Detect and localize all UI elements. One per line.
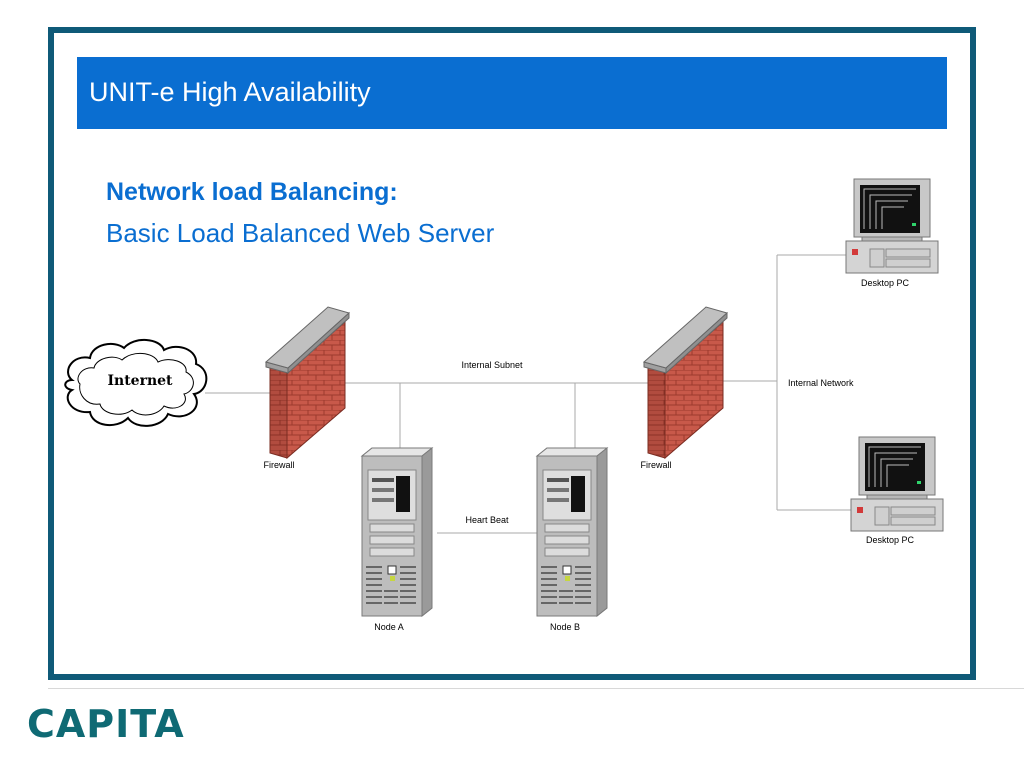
desktop-bottom-icon: [850, 436, 944, 532]
firewall-right-label: Firewall: [640, 460, 671, 470]
title-bar: UNIT-e High Availability: [77, 57, 947, 129]
desktop-top-icon: [845, 178, 939, 274]
heading-sub: Basic Load Balanced Web Server: [106, 218, 495, 248]
heading-main: Network load Balancing:: [106, 178, 398, 206]
slide-frame: [48, 27, 976, 680]
internet-cloud: Internet: [64, 339, 208, 427]
firewall-left-label: Firewall: [263, 460, 294, 470]
internal-network-label: Internal Network: [788, 378, 854, 388]
footer-divider: [48, 688, 1024, 689]
firewall-right-icon: [642, 306, 729, 460]
connection-lines: [205, 254, 851, 534]
capita-logo: CAPITA: [27, 702, 185, 746]
desktop-bottom-label: Desktop PC: [866, 535, 915, 545]
desktop-top-label: Desktop PC: [861, 278, 910, 288]
server-node-b-icon: [536, 447, 608, 617]
server-node-a-icon: [361, 447, 433, 617]
firewall-left-icon: [264, 306, 351, 460]
node-a-label: Node A: [374, 622, 404, 632]
internet-label: Internet: [107, 373, 173, 389]
slide-title: UNIT-e High Availability: [89, 77, 371, 107]
heart-beat-label: Heart Beat: [465, 515, 509, 525]
node-b-label: Node B: [550, 622, 580, 632]
internal-subnet-label: Internal Subnet: [461, 360, 523, 370]
